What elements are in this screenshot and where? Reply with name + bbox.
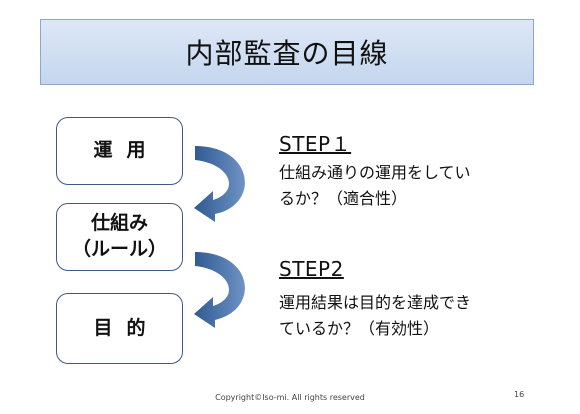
step2-desc-line1: 運用結果は目的を達成でき — [279, 293, 472, 312]
step2-label: STEP2 — [279, 257, 344, 281]
step1-desc-line1: 仕組み通りの運用をしてい — [279, 163, 471, 182]
step1-label: STEP１ — [279, 132, 352, 156]
purpose-box-label: 目的 — [93, 316, 160, 339]
step1-desc-line2: るか？（適合性） — [279, 189, 408, 208]
mechanism-box-line2: （ルール） — [71, 238, 167, 260]
curved-arrow-step1-icon — [194, 146, 245, 222]
page-number: 16 — [514, 390, 525, 399]
purpose-box: 目的 — [56, 293, 183, 364]
operation-box-label: 運用 — [93, 139, 160, 162]
step2-description: 運用結果は目的を達成でき ているか？（有効性） — [279, 290, 549, 342]
copyright-footer: Copyright©Iso-mi. All rights reserved — [215, 393, 365, 402]
page-title: 内部監査の目線 — [185, 37, 389, 70]
step1-description: 仕組み通りの運用をしてい るか？（適合性） — [279, 160, 549, 212]
mechanism-box: 仕組み （ルール） — [56, 203, 183, 271]
curved-arrow-step2-icon — [194, 252, 245, 328]
step2-desc-line2: ているか？（有効性） — [279, 319, 440, 338]
operation-box: 運用 — [56, 117, 183, 185]
title-banner: 内部監査の目線 — [40, 19, 534, 85]
mechanism-box-line1: 仕組み — [90, 212, 148, 235]
